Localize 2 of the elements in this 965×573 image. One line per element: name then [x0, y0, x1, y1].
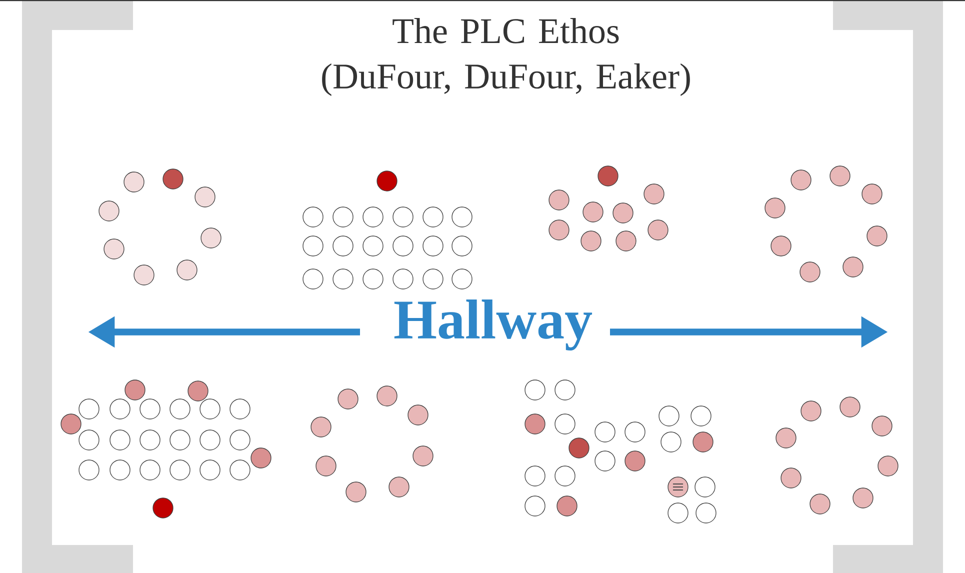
title: The PLC Ethos (DuFour, DuFour, Eaker): [322, 18, 690, 96]
hallway-label: Hallway: [394, 300, 592, 350]
